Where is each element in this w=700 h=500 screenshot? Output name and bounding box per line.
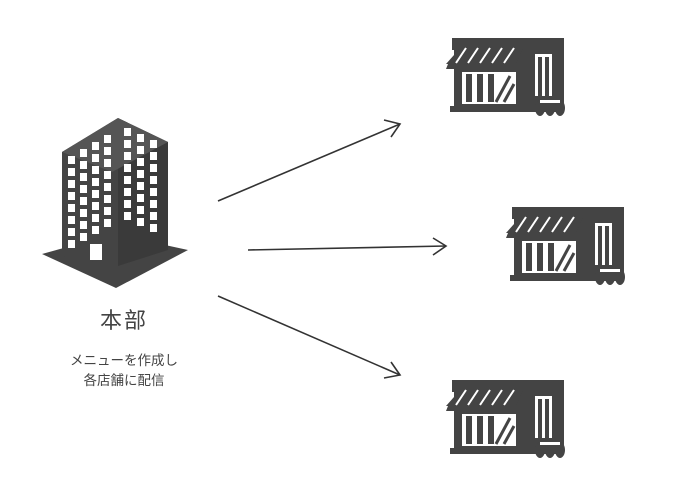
building-window bbox=[92, 202, 99, 210]
building-window bbox=[104, 159, 111, 167]
building-window bbox=[124, 128, 131, 136]
building-entrance bbox=[90, 244, 102, 260]
building-window bbox=[124, 212, 131, 220]
building-window bbox=[104, 147, 111, 155]
building-window bbox=[80, 209, 87, 217]
building-window bbox=[92, 166, 99, 174]
building-window bbox=[92, 154, 99, 162]
building-window bbox=[150, 140, 157, 148]
building-window bbox=[104, 135, 111, 143]
building-window bbox=[104, 207, 111, 215]
building-window bbox=[92, 178, 99, 186]
store-front-icon bbox=[444, 380, 567, 460]
building-window bbox=[137, 170, 144, 178]
arrow-to-store-3 bbox=[217, 295, 402, 379]
building-window bbox=[124, 152, 131, 160]
building-window bbox=[80, 173, 87, 181]
building-window bbox=[80, 233, 87, 241]
building-window bbox=[92, 142, 99, 150]
arrow-to-store-2 bbox=[247, 237, 448, 256]
building-window bbox=[137, 206, 144, 214]
building-window bbox=[68, 216, 75, 224]
building-window bbox=[68, 156, 75, 164]
building-window bbox=[92, 214, 99, 222]
building-window bbox=[104, 171, 111, 179]
building-window bbox=[150, 200, 157, 208]
building-window bbox=[150, 224, 157, 232]
building-window bbox=[137, 146, 144, 154]
building-window bbox=[68, 240, 75, 248]
building-window bbox=[80, 149, 87, 157]
building-window bbox=[68, 180, 75, 188]
building-window bbox=[137, 134, 144, 142]
building-window bbox=[68, 204, 75, 212]
building-window bbox=[137, 158, 144, 166]
building-window bbox=[124, 176, 131, 184]
office-building-icon bbox=[42, 118, 188, 288]
building-window bbox=[92, 190, 99, 198]
building-window bbox=[68, 168, 75, 176]
headquarters-description: メニューを作成し 各店舗に配信 bbox=[24, 351, 224, 391]
headquarters-title: 本部 bbox=[99, 309, 148, 334]
building-window bbox=[80, 161, 87, 169]
building-window bbox=[104, 183, 111, 191]
arrow-to-store-1 bbox=[217, 119, 402, 202]
building-window bbox=[68, 228, 75, 236]
store-front-icon bbox=[444, 38, 567, 118]
building-window bbox=[92, 226, 99, 234]
building-window bbox=[80, 197, 87, 205]
building-window bbox=[150, 152, 157, 160]
building-window bbox=[150, 176, 157, 184]
description-line-1: メニューを作成し bbox=[70, 353, 178, 369]
building-window bbox=[137, 218, 144, 226]
building-window bbox=[124, 200, 131, 208]
building-window bbox=[80, 185, 87, 193]
description-line-2: 各店舗に配信 bbox=[83, 373, 165, 389]
building-window bbox=[137, 182, 144, 190]
building-window bbox=[137, 194, 144, 202]
building-window bbox=[68, 192, 75, 200]
building-window bbox=[104, 195, 111, 203]
building-window bbox=[150, 164, 157, 172]
building-window bbox=[80, 221, 87, 229]
building-window bbox=[104, 219, 111, 227]
building-window bbox=[124, 188, 131, 196]
store-front-icon bbox=[504, 207, 627, 287]
building-window bbox=[150, 212, 157, 220]
building-window bbox=[124, 164, 131, 172]
building-window bbox=[150, 188, 157, 196]
building-window bbox=[124, 140, 131, 148]
